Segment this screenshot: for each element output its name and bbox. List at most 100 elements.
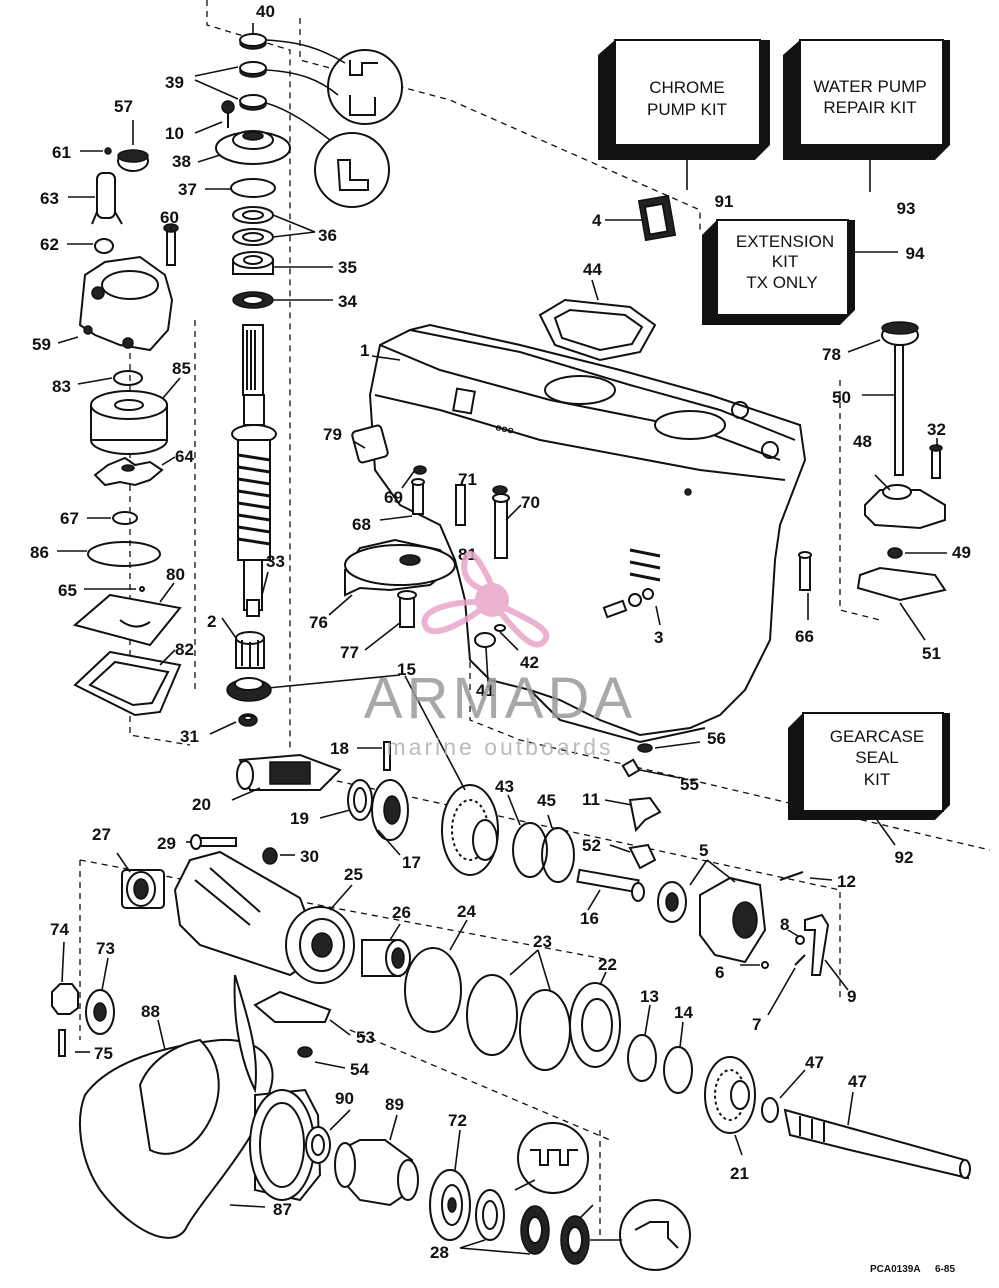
callout-label: 20 — [192, 795, 211, 814]
callout-label: 47 — [848, 1072, 867, 1091]
callout-label: 21 — [730, 1164, 749, 1183]
callout-label: 11 — [582, 790, 600, 809]
callout-label: 42 — [520, 653, 539, 672]
callout-label: 77 — [340, 643, 359, 662]
callout-label: 54 — [350, 1060, 369, 1079]
callout-label: 74 — [50, 920, 69, 939]
propeller-assembly — [79, 974, 691, 1271]
callout-label: 33 — [266, 552, 285, 571]
callout-label: 17 — [402, 853, 421, 872]
footer-date: 6-85 — [935, 1264, 955, 1275]
callout-label: 14 — [674, 1003, 693, 1022]
kit-text-line: REPAIR KIT — [823, 98, 916, 117]
callout-label: 57 — [114, 97, 133, 116]
callout-label: 83 — [52, 377, 71, 396]
callout-label: 79 — [323, 425, 342, 444]
callout-label: 91 — [715, 192, 734, 211]
callout-label: 31 — [180, 727, 199, 746]
callout-label: 68 — [352, 515, 371, 534]
lower-gear-train — [51, 741, 971, 1180]
part-number-labels: 40 39 10 38 37 36 35 34 57 61 63 62 60 5… — [30, 2, 971, 1262]
callout-label: 2 — [207, 612, 216, 631]
kit-text-line: SEAL — [855, 748, 898, 767]
callout-label: 76 — [309, 613, 328, 632]
callout-label: 28 — [430, 1243, 449, 1262]
callout-label: 40 — [256, 2, 275, 21]
footer-code: PCA0139A — [870, 1264, 921, 1275]
callout-label: 53 — [356, 1028, 375, 1047]
callout-label: 67 — [60, 509, 79, 528]
callout-label: 88 — [141, 1002, 160, 1021]
callout-label: 10 — [165, 124, 184, 143]
callout-label: 62 — [40, 235, 59, 254]
watermark-tagline: marine outboards — [387, 734, 614, 760]
kit-text-line: PUMP KIT — [647, 100, 727, 119]
callout-label: 64 — [175, 447, 194, 466]
callout-label: 45 — [537, 791, 556, 810]
kit-box-water-pump-repair: WATER PUMP REPAIR KIT 93 — [783, 39, 950, 218]
callout-label: 60 — [160, 208, 179, 227]
callout-label: 26 — [392, 903, 411, 922]
callout-label: 70 — [521, 493, 540, 512]
callout-label: 13 — [640, 987, 659, 1006]
callout-label: 75 — [94, 1044, 113, 1063]
callout-label: 49 — [952, 543, 971, 562]
kit-text-line: KIT — [772, 252, 798, 271]
callout-label: 6 — [715, 963, 724, 982]
callout-label: 9 — [847, 987, 856, 1006]
callout-label: 34 — [338, 292, 357, 311]
casting-mark: ooo — [494, 422, 514, 437]
callout-label: 63 — [40, 189, 59, 208]
callout-label: 30 — [300, 847, 319, 866]
callout-label: 23 — [533, 932, 552, 951]
diagram-footer: PCA0139A 6-85 — [870, 1264, 955, 1275]
callout-label: 89 — [385, 1095, 404, 1114]
callout-label: 19 — [290, 809, 309, 828]
callout-label: 18 — [330, 739, 349, 758]
callout-label: 72 — [448, 1111, 467, 1130]
callout-label: 43 — [495, 777, 514, 796]
callout-label: 37 — [178, 180, 197, 199]
callout-label: 29 — [157, 834, 176, 853]
callout-label: 39 — [165, 73, 184, 92]
callout-label: 80 — [166, 565, 185, 584]
callout-label: 85 — [172, 359, 191, 378]
callout-label: 52 — [582, 836, 601, 855]
kit-box-chrome-pump: CHROME PUMP KIT 91 — [598, 39, 770, 211]
callout-label: 44 — [583, 260, 602, 279]
callout-label: 61 — [52, 143, 71, 162]
callout-label: 35 — [338, 258, 357, 277]
callout-label: 51 — [922, 644, 941, 663]
callout-label: 47 — [805, 1053, 824, 1072]
callout-label: 94 — [906, 244, 925, 263]
callout-label: 92 — [895, 848, 914, 867]
gearcase-housing: ooo — [344, 323, 807, 744]
callout-label: 38 — [172, 152, 191, 171]
driveshaft-seal-stack — [215, 33, 403, 727]
callout-label: 12 — [837, 872, 856, 891]
callout-label: 48 — [853, 432, 872, 451]
callout-label: 65 — [58, 581, 77, 600]
callout-label: 86 — [30, 543, 49, 562]
callout-label: 22 — [598, 955, 617, 974]
callout-label: 41 — [476, 681, 495, 700]
callout-label: 15 — [397, 660, 416, 679]
kit-text-line: CHROME — [649, 78, 725, 97]
callout-label: 50 — [832, 388, 851, 407]
callout-label: 90 — [335, 1089, 354, 1108]
callout-label: 3 — [654, 628, 663, 647]
center-small-parts — [351, 424, 654, 648]
callout-label: 27 — [92, 825, 111, 844]
callout-label: 7 — [752, 1015, 761, 1034]
callout-label: 5 — [699, 841, 708, 860]
watermark-brand: ARMADA — [364, 666, 636, 731]
callout-label: 16 — [580, 909, 599, 928]
callout-label: 78 — [822, 345, 841, 364]
callout-label: 69 — [384, 488, 403, 507]
watermark: ARMADA marine outboards — [364, 551, 636, 760]
kit-box-extension: EXTENSION KIT TX ONLY 94 — [702, 219, 925, 325]
kit-text-line: TX ONLY — [746, 273, 817, 292]
kit-box-gearcase-seal: GEARCASE SEAL KIT 92 — [788, 712, 950, 867]
leader-lines — [57, 23, 947, 1255]
